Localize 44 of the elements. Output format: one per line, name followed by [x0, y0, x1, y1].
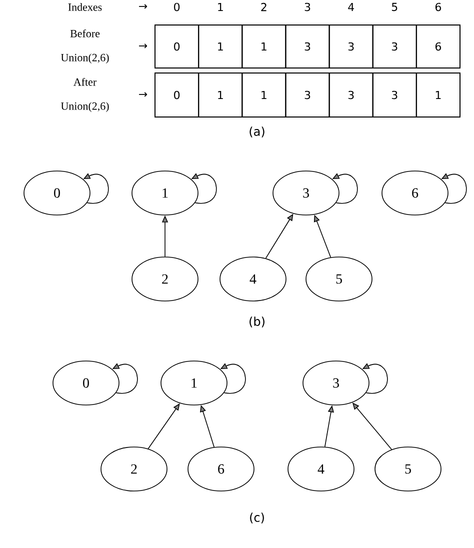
graph-node: 1	[160, 360, 228, 406]
index-number: 6	[435, 2, 441, 12]
table-cell: 6	[416, 24, 460, 68]
row-label: Indexes	[68, 3, 102, 11]
subfigure-caption: (c)	[250, 512, 264, 524]
row-label: Before Union(2,6)	[60, 29, 109, 64]
index-number: 2	[261, 2, 266, 12]
table-cell: 3	[328, 72, 374, 118]
graph-node: 2	[100, 446, 168, 492]
table-cell: 1	[198, 24, 243, 68]
graph-node: 2	[132, 256, 198, 302]
graph-node: 6	[382, 170, 448, 216]
subfigure-caption: (b)	[250, 316, 264, 328]
table-cell: 3	[372, 72, 417, 118]
index-number: 3	[304, 2, 310, 12]
table-cell: 3	[285, 72, 330, 118]
index-number: 1	[218, 3, 223, 11]
table-cell: 3	[372, 24, 417, 68]
row-label: After Union(2,6)	[60, 78, 109, 112]
graph-node: 0	[24, 170, 90, 216]
table-cell: 1	[242, 24, 286, 68]
graph-node: 4	[288, 446, 354, 492]
table-cell: 3	[285, 24, 330, 68]
graph-node: 3	[272, 170, 340, 216]
index-number: 0	[174, 2, 180, 12]
arrow-symbol: →	[139, 4, 148, 9]
arrow-symbol: →	[139, 92, 148, 97]
table-cell: 3	[328, 24, 374, 68]
table-cell: 0	[154, 24, 200, 68]
table-cell: 1	[416, 72, 460, 118]
table-cell: 1	[242, 72, 286, 118]
table-cell: 0	[154, 72, 200, 118]
graph-node: 5	[374, 446, 442, 492]
index-number: 5	[392, 2, 398, 12]
graph-node: 4	[220, 256, 286, 302]
index-number: 4	[348, 3, 354, 11]
graph-node: 3	[302, 360, 370, 406]
arrow-symbol: →	[139, 44, 148, 48]
subfigure-caption: (a)	[250, 126, 264, 138]
graph-node: 1	[132, 170, 198, 216]
graph-node: 6	[188, 446, 254, 492]
graph-node: 5	[306, 256, 372, 302]
graph-node: 0	[52, 360, 120, 406]
table-cell: 1	[198, 72, 243, 118]
